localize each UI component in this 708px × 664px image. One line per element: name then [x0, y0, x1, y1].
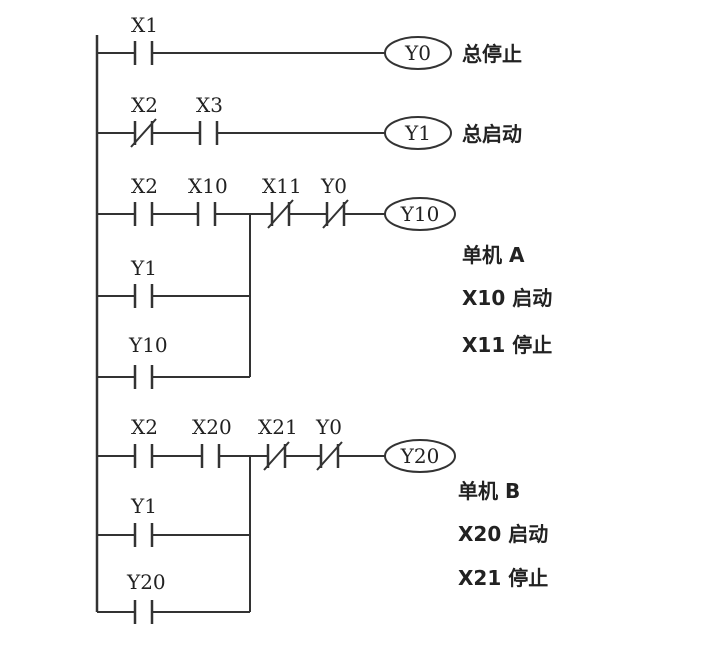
contact-label-x20: X20	[192, 415, 232, 439]
note-machine-a-start: X10 启动	[462, 286, 552, 310]
coil-y20: Y20	[384, 439, 456, 473]
coil-label-y0: Y0	[404, 41, 431, 65]
contact-label-x21: X21	[258, 415, 298, 439]
contact-x2-no-a	[133, 202, 154, 226]
note-machine-b-start: X20 启动	[458, 522, 548, 546]
rung-4: X2 X20 X21 Y0 Y20 Y1	[97, 415, 456, 624]
contact-y1-no-b	[133, 523, 154, 547]
contact-label-x11: X11	[262, 174, 302, 198]
coil-y1: Y1	[384, 116, 452, 150]
contact-label-y0-b: Y0	[315, 415, 342, 439]
contact-x2-no-b	[133, 444, 154, 468]
coil-y0: Y0	[384, 36, 452, 70]
contact-label-x2: X2	[131, 93, 158, 117]
rung-1: X1 Y0 总停止	[97, 13, 522, 70]
contact-label-y10: Y10	[128, 333, 168, 357]
contact-y1-no-a	[133, 284, 154, 308]
contact-label-x3: X3	[196, 93, 223, 117]
contact-y10-no	[133, 365, 154, 389]
rung-2: X2 X3 Y1 总启动	[97, 93, 522, 150]
rung-3: X2 X10 X11 Y0 Y10 Y1	[97, 174, 456, 389]
contact-label-x2-b: X2	[131, 415, 158, 439]
coil-y10: Y10	[384, 197, 456, 231]
contact-label-x1: X1	[131, 13, 158, 37]
contact-x3-no	[198, 121, 219, 145]
coil-label-y10: Y10	[400, 202, 440, 226]
contact-x10-no	[196, 202, 217, 226]
coil-label-y1: Y1	[404, 121, 431, 145]
contact-label-y1-b: Y1	[130, 494, 157, 518]
contact-x20-no	[200, 444, 221, 468]
contact-label-y0-a: Y0	[320, 174, 347, 198]
contact-x1-no	[133, 41, 154, 65]
note-machine-b-stop: X21 停止	[458, 566, 548, 590]
contact-label-x2-a: X2	[131, 174, 158, 198]
note-y0: 总停止	[462, 42, 522, 66]
note-y1: 总启动	[462, 122, 522, 146]
notes-machine-b: 单机 B X20 启动 X21 停止	[458, 479, 548, 590]
contact-label-y1-a: Y1	[130, 256, 157, 280]
note-machine-a-stop: X11 停止	[462, 333, 552, 357]
contact-label-y20: Y20	[126, 570, 166, 594]
note-machine-a-title: 单机 A	[462, 243, 525, 267]
contact-label-x10: X10	[188, 174, 228, 198]
coil-label-y20: Y20	[400, 444, 440, 468]
note-machine-b-title: 单机 B	[458, 479, 520, 503]
contact-y20-no	[133, 600, 154, 624]
notes-machine-a: 单机 A X10 启动 X11 停止	[462, 243, 552, 357]
